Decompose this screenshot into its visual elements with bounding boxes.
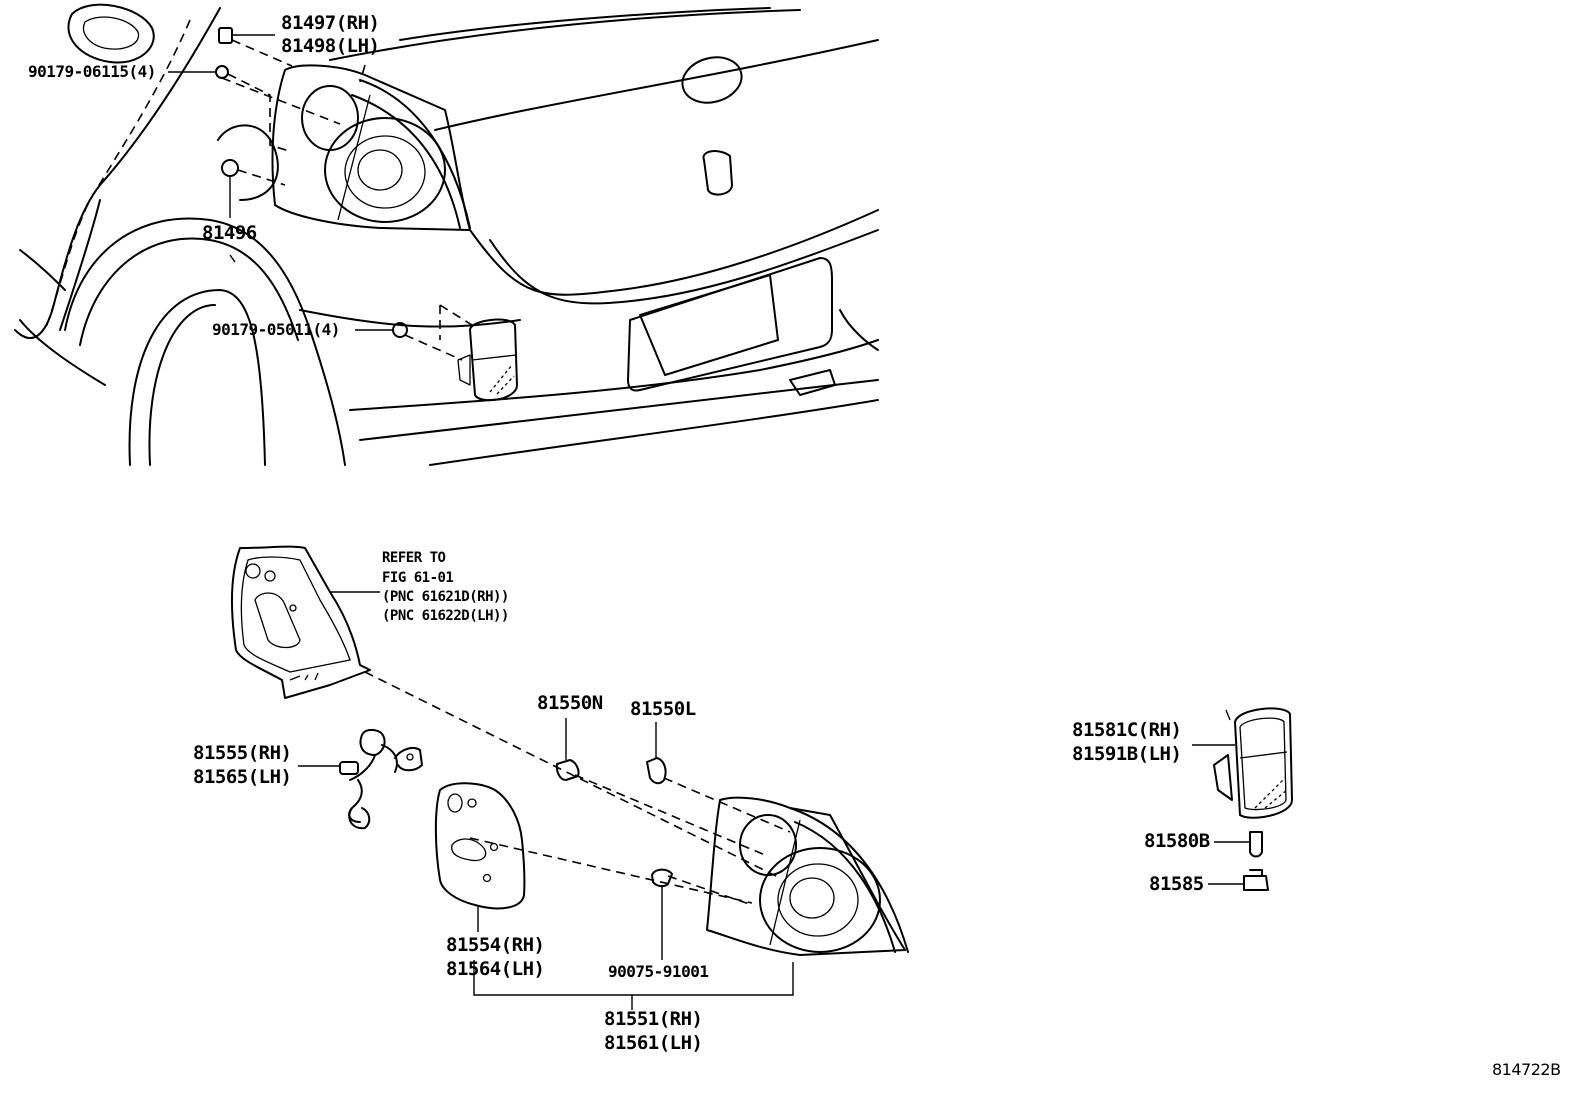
part-number-81497: 81497(RH)	[281, 12, 380, 34]
bulb-81550N	[555, 759, 580, 781]
refer-note-line2: FIG 61-01	[382, 570, 454, 586]
part-number-81498: 81498(LH)	[281, 35, 380, 57]
figure-id: 814722B	[1492, 1060, 1561, 1079]
reflector-on-vehicle	[457, 318, 518, 402]
part-number-81554: 81554(RH)	[446, 934, 545, 956]
part-number-81555: 81555(RH)	[193, 742, 292, 764]
socket-and-wire-81555	[339, 728, 423, 830]
gasket-81554	[434, 782, 526, 910]
part-number-81565: 81565(LH)	[193, 766, 292, 788]
clip-81497-icon	[218, 27, 233, 44]
part-number-81591B: 81591B(LH)	[1072, 743, 1182, 765]
quarter-panel-inner	[230, 545, 371, 699]
part-number-81580B: 81580B	[1144, 830, 1210, 852]
screw-90179-06115-icon	[215, 65, 229, 79]
part-number-81551: 81551(RH)	[604, 1008, 703, 1030]
socket-81585	[1243, 869, 1269, 891]
rear-reflector-81581C	[1213, 707, 1293, 819]
vehicle-rear-view	[14, 3, 879, 466]
bulb-81550L	[646, 757, 667, 785]
screw-90075-91001	[651, 868, 673, 888]
tail-lamp-on-vehicle	[271, 64, 471, 231]
refer-note-line4: (PNC 61622D(LH))	[382, 608, 509, 624]
refer-note-line3: (PNC 61621D(RH))	[382, 589, 509, 605]
part-number-81585: 81585	[1149, 873, 1204, 895]
tail-lamp-assembly-81551	[706, 796, 909, 956]
bulb-81580B	[1249, 831, 1263, 858]
part-number-90179-05011: 90179-05011(4)	[212, 320, 340, 339]
part-number-81550L: 81550L	[630, 698, 696, 720]
part-number-90075-91001: 90075-91001	[608, 962, 709, 981]
part-number-81496: 81496	[202, 222, 257, 244]
door-handle-illustration	[67, 3, 155, 64]
part-number-81564: 81564(LH)	[446, 958, 545, 980]
refer-note-line1: REFER TO	[382, 550, 446, 566]
part-number-81550N: 81550N	[537, 692, 603, 714]
part-number-90179-06115: 90179-06115(4)	[28, 62, 156, 81]
clip-81496-icon	[221, 159, 239, 177]
part-number-81581C: 81581C(RH)	[1072, 719, 1182, 741]
part-number-81561: 81561(LH)	[604, 1032, 703, 1054]
